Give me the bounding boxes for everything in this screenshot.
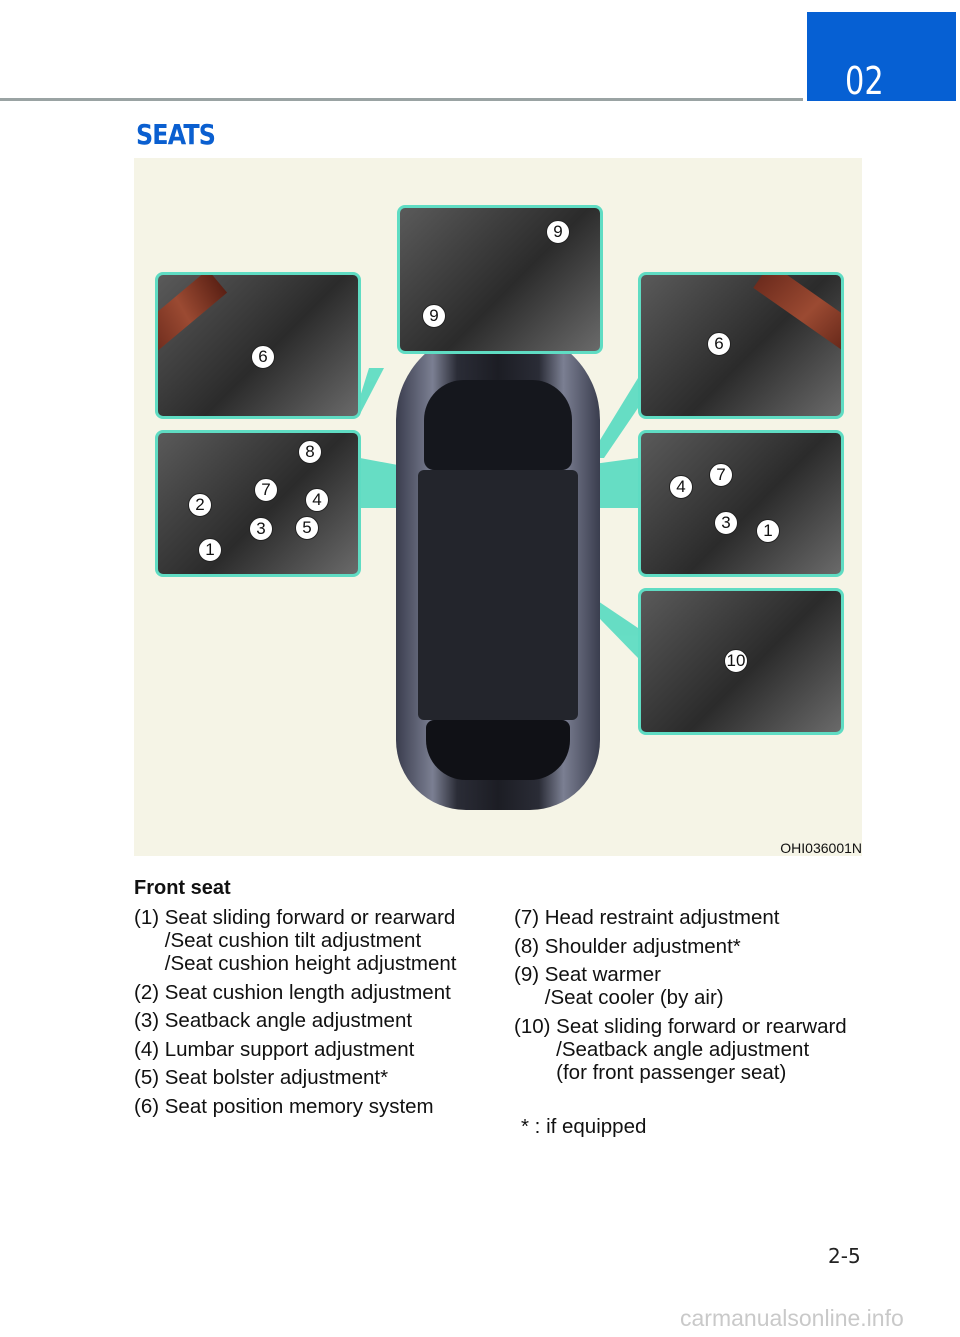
item-number: (8) bbox=[514, 934, 545, 958]
header-rule bbox=[0, 98, 803, 101]
callout-2: 2 bbox=[188, 493, 212, 517]
callout-7: 7 bbox=[709, 463, 733, 487]
footnote: * : if equipped bbox=[521, 1115, 647, 1138]
list-item: (9) Seat warmer/Seat cooler (by air) bbox=[514, 963, 847, 1009]
item-number: (6) bbox=[134, 1094, 165, 1118]
list-item: (10) Seat sliding forward or rearward/Se… bbox=[514, 1015, 847, 1084]
panel-driver-door-memory: 6 bbox=[155, 272, 361, 419]
callout-9: 9 bbox=[422, 304, 446, 328]
item-text: Head restraint adjustment bbox=[545, 906, 780, 929]
callout-7: 7 bbox=[254, 478, 278, 502]
list-item: (8) Shoulder adjustment* bbox=[514, 935, 847, 958]
item-line: /Seat cooler (by air) bbox=[544, 986, 724, 1009]
item-text: Shoulder adjustment* bbox=[545, 935, 741, 958]
item-number: (9) bbox=[514, 963, 545, 986]
item-text: Seat bolster adjustment* bbox=[165, 1066, 388, 1089]
list-item: (1) Seat sliding forward or rearward/Sea… bbox=[134, 906, 457, 975]
list-item: (4) Lumbar support adjustment bbox=[134, 1038, 457, 1061]
item-number: (3) bbox=[134, 1009, 165, 1032]
figure-code: OHI036001N bbox=[780, 840, 862, 856]
callout-3: 3 bbox=[249, 517, 273, 541]
list-item: (2) Seat cushion length adjustment bbox=[134, 981, 457, 1004]
item-text: Seat cushion length adjustment bbox=[165, 981, 451, 1004]
item-line: Seat sliding forward or rearward bbox=[556, 1014, 847, 1038]
panel-driver-seat-switches: 8 2 7 4 3 5 1 bbox=[155, 430, 361, 577]
car-top-view bbox=[396, 330, 600, 810]
item-line: Seat warmer bbox=[544, 963, 661, 986]
item-line: Seat bolster adjustment* bbox=[164, 1066, 389, 1089]
panel-seat-warmer: 9 9 bbox=[397, 205, 603, 354]
list-item: (7) Head restraint adjustment bbox=[514, 906, 847, 929]
list-item: (3) Seatback angle adjustment bbox=[134, 1009, 457, 1032]
callout-6: 6 bbox=[251, 345, 275, 369]
section-title: SEATS bbox=[136, 118, 216, 151]
watermark: carmanualsonline.info bbox=[680, 1305, 904, 1331]
item-number: (4) bbox=[134, 1037, 165, 1061]
page-number: 2-5 bbox=[828, 1244, 861, 1268]
callout-3: 3 bbox=[714, 511, 738, 535]
list-item: (5) Seat bolster adjustment* bbox=[134, 1066, 457, 1089]
callout-4: 4 bbox=[669, 475, 693, 499]
callout-10: 10 bbox=[724, 649, 748, 673]
item-number: (2) bbox=[134, 980, 165, 1004]
item-text: Seat warmer/Seat cooler (by air) bbox=[545, 963, 724, 1009]
item-text: Seatback angle adjustment bbox=[165, 1009, 412, 1032]
item-line: Lumbar support adjustment bbox=[164, 1037, 415, 1061]
callout-1: 1 bbox=[198, 538, 222, 562]
item-line: /Seat cushion height adjustment bbox=[164, 952, 457, 975]
callout-6: 6 bbox=[707, 332, 731, 356]
item-line: Shoulder adjustment* bbox=[544, 934, 741, 958]
panel-rear-passenger-switch: 10 bbox=[638, 588, 844, 735]
item-text: Seat position memory system bbox=[165, 1095, 434, 1118]
item-line: Seatback angle adjustment bbox=[164, 1009, 413, 1032]
chapter-tab: 02 bbox=[807, 12, 956, 101]
item-line: Seat cushion length adjustment bbox=[164, 980, 451, 1004]
item-line: /Seat cushion tilt adjustment bbox=[164, 929, 422, 952]
item-number: (1) bbox=[134, 906, 165, 929]
chapter-number: 02 bbox=[845, 59, 884, 103]
item-number: (5) bbox=[134, 1066, 165, 1089]
item-number: (7) bbox=[514, 906, 545, 929]
item-line: Seat sliding forward or rearward bbox=[164, 906, 456, 929]
callout-8: 8 bbox=[298, 440, 322, 464]
callout-5: 5 bbox=[295, 516, 319, 540]
item-line: (for front passenger seat) bbox=[556, 1060, 787, 1084]
item-line: /Seatback angle adjustment bbox=[556, 1037, 810, 1061]
panel-passenger-door-memory: 6 bbox=[638, 272, 844, 419]
left-item-list: (1) Seat sliding forward or rearward/Sea… bbox=[134, 906, 457, 1123]
right-item-list: (7) Head restraint adjustment(8) Shoulde… bbox=[514, 906, 847, 1089]
callout-9: 9 bbox=[546, 220, 570, 244]
item-text: Lumbar support adjustment bbox=[165, 1038, 415, 1061]
seat-controls-figure: 9 9 6 8 2 7 4 3 5 1 6 4 7 3 1 10 OHI0360… bbox=[134, 158, 862, 856]
callout-1: 1 bbox=[756, 519, 780, 543]
item-text: Seat sliding forward or rearward/Seat cu… bbox=[165, 906, 457, 975]
item-line: Head restraint adjustment bbox=[544, 906, 780, 929]
item-line: Seat position memory system bbox=[164, 1094, 434, 1118]
item-number: (10) bbox=[514, 1014, 557, 1038]
callout-4: 4 bbox=[305, 488, 329, 512]
front-seat-heading: Front seat bbox=[134, 877, 231, 899]
item-text: Seat sliding forward or rearward/Seatbac… bbox=[556, 1015, 847, 1084]
list-item: (6) Seat position memory system bbox=[134, 1095, 457, 1118]
panel-passenger-seat-switches: 4 7 3 1 bbox=[638, 430, 844, 577]
